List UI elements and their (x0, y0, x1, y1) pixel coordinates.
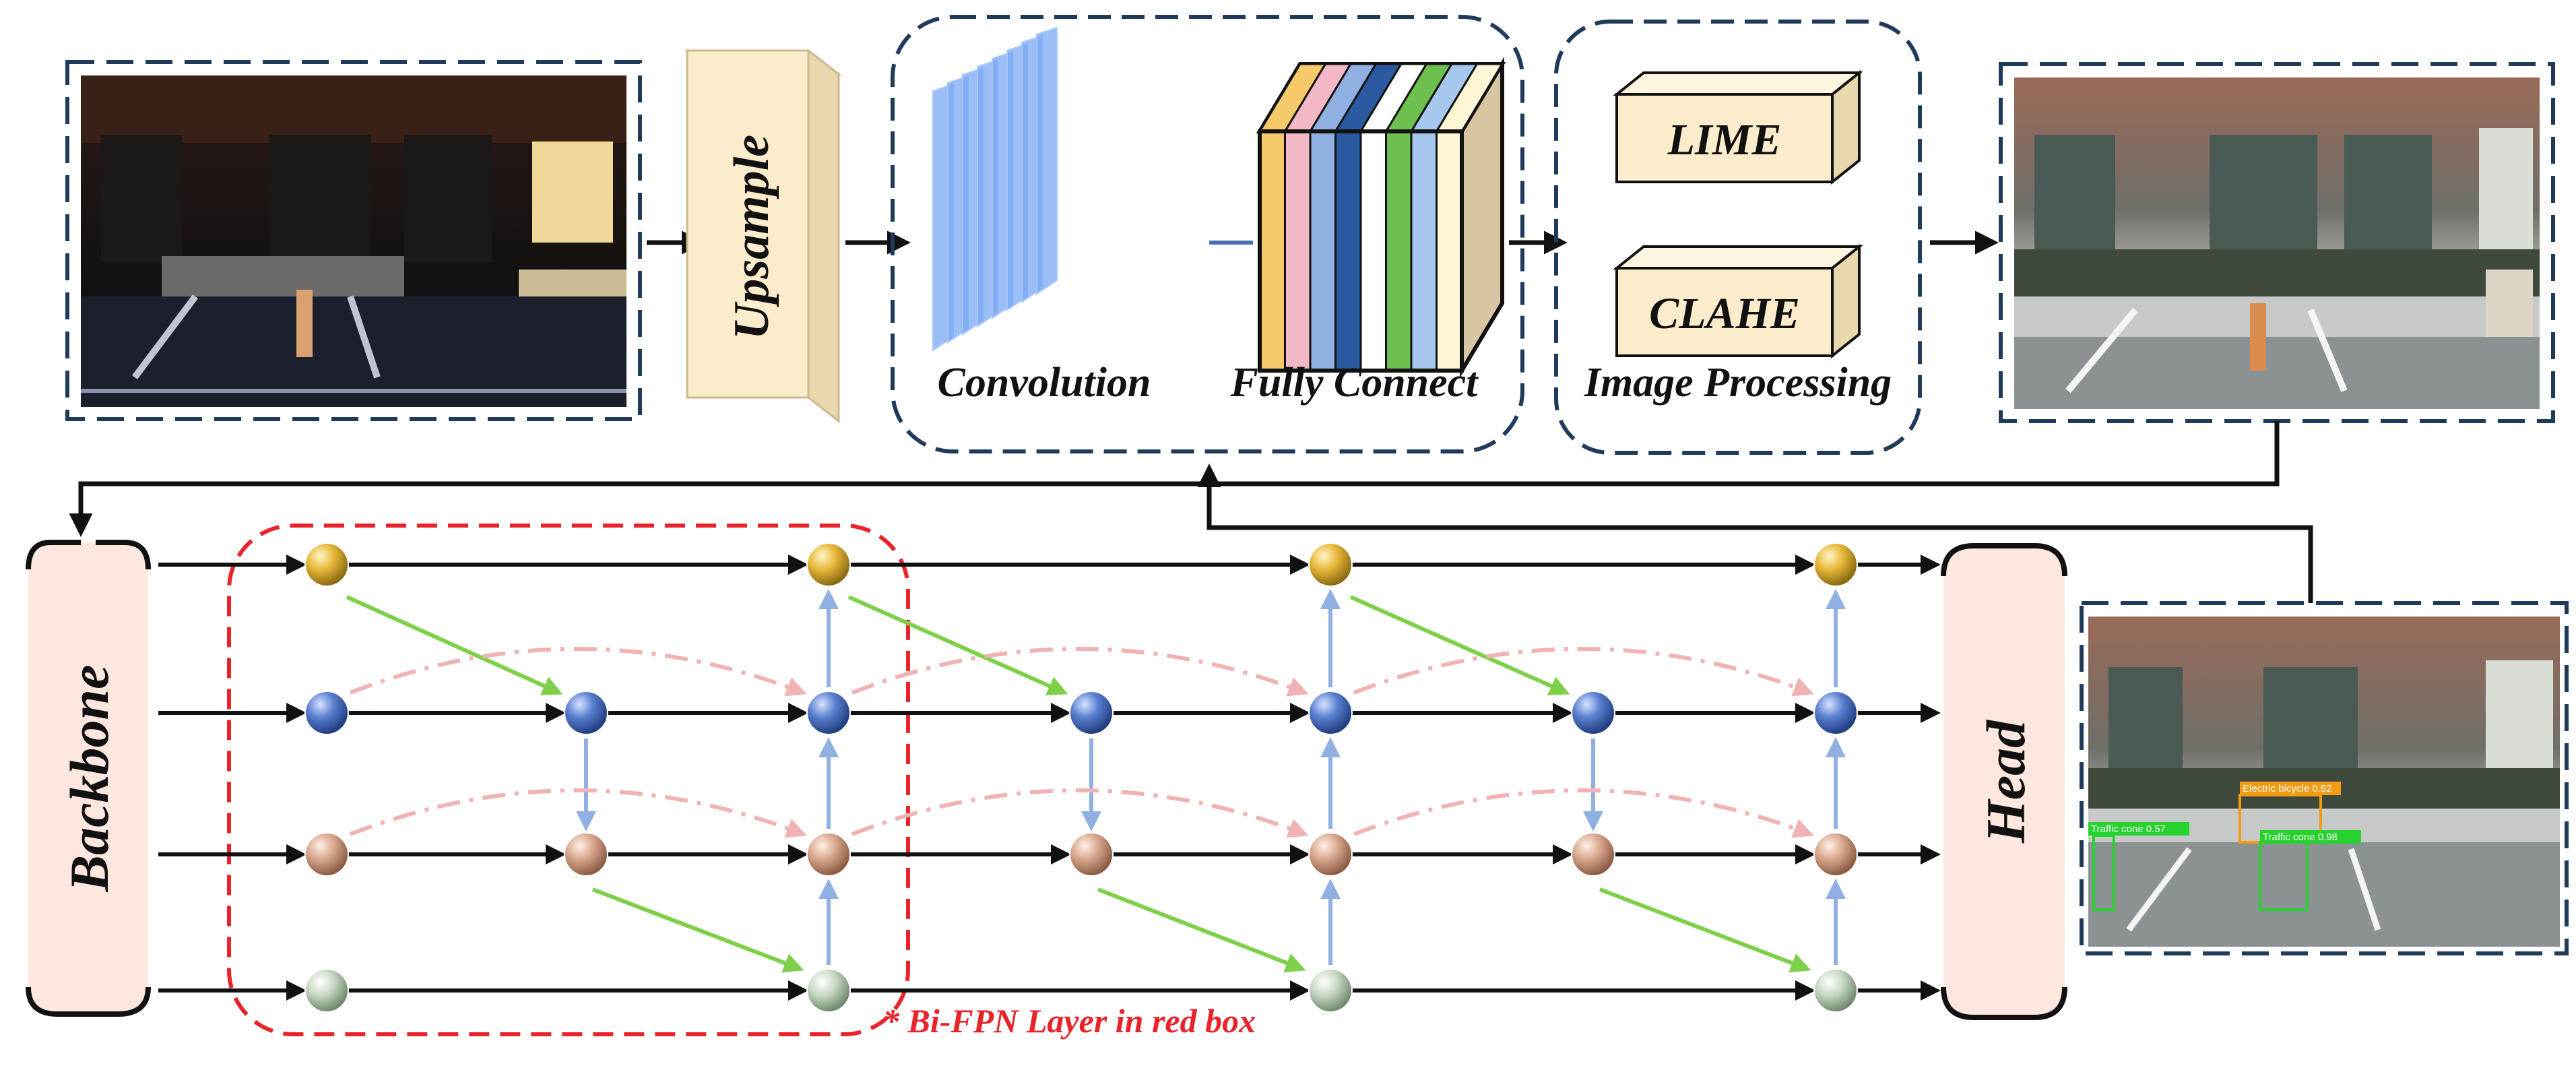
detection-label: Traffic cone 0.98 (2263, 831, 2338, 843)
top-down-0 (346, 595, 563, 695)
sphere-node-icon (1308, 968, 1353, 1013)
skip-arc-u-0 (349, 647, 807, 697)
fc-stripe-2 (1284, 130, 1312, 372)
convolution-label: Convolution (938, 360, 1151, 406)
sphere-node-icon (1571, 691, 1615, 735)
bifpn-note: * Bi-FPN Layer in red box (882, 1002, 1256, 1040)
head-block: Head (1941, 543, 2067, 1020)
image-processing-label: Image Processing (1584, 360, 1892, 406)
sphere-node-icon (1813, 968, 1858, 1013)
sphere-node-icon (1813, 691, 1858, 735)
head-label: Head (1975, 720, 2036, 844)
top-down-1 (847, 595, 1068, 695)
detection-label: Traffic cone 0.57 (2091, 823, 2166, 835)
fc-stripe-6 (1385, 130, 1413, 372)
sphere-node-icon (304, 832, 349, 877)
skip-arc-l-0 (349, 788, 807, 838)
fc-stripe-7 (1410, 130, 1438, 372)
fully-connect-cuboid-icon (1256, 57, 1506, 378)
fc-stripe-5 (1359, 130, 1387, 372)
bifpn-edges (158, 555, 1941, 1001)
bifpn-nodes (304, 542, 1858, 1013)
photo-dark-input-icon (81, 75, 626, 407)
sphere-node-icon (806, 832, 851, 877)
fc-stripe-8 (1436, 130, 1463, 372)
feedback-connectors (69, 421, 2313, 603)
sphere-node-icon (1308, 832, 1353, 877)
bottom-down-2 (1599, 887, 1811, 973)
image-processing-group: LIME CLAHE Image Processing (1554, 20, 1922, 455)
photo-detection-result-icon (2088, 617, 2560, 947)
bottom-down-0 (591, 887, 804, 973)
sphere-node-icon (1813, 542, 1858, 587)
skip-arc-u-2 (1353, 647, 1814, 697)
skip-arc-l-1 (851, 788, 1309, 838)
top-down-2 (1349, 595, 1570, 695)
fc-stripe-4 (1334, 130, 1362, 372)
sphere-node-icon (1813, 832, 1858, 877)
sphere-node-icon (564, 832, 608, 877)
upsample-block: Upsample (684, 48, 842, 424)
fully-connect-label: Fully Connect (1230, 360, 1479, 406)
backbone-label: Backbone (59, 664, 120, 892)
sphere-node-icon (806, 968, 851, 1013)
sphere-node-icon (304, 691, 349, 735)
detection-label: Electric bicycle 0.82 (2243, 783, 2332, 794)
dark-input-image-panel (65, 60, 642, 421)
conv-fc-group: Convolution Fully Connect (891, 15, 1524, 453)
skip-arc-u-1 (851, 647, 1309, 697)
sphere-node-icon (806, 691, 851, 735)
sphere-node-icon (564, 691, 608, 735)
detection-label-bg (2240, 782, 2341, 795)
layer-stack-icon (932, 26, 1058, 352)
sphere-node-icon (1308, 542, 1353, 587)
detection-label-bg (2088, 822, 2189, 836)
detection-label-bg (2260, 830, 2361, 844)
conv-layer-8 (1036, 26, 1058, 295)
clahe-block: CLAHE (1613, 243, 1863, 359)
enhanced-image-panel (1999, 62, 2555, 423)
lime-block: LIME (1613, 69, 1863, 185)
lime-label: LIME (1667, 115, 1782, 164)
sphere-node-icon (1069, 832, 1114, 877)
sphere-node-icon (304, 968, 349, 1013)
sphere-node-icon (304, 542, 349, 587)
sphere-node-icon (1571, 832, 1615, 877)
backbone-block: Backbone (26, 540, 151, 1017)
skip-arc-l-2 (1353, 788, 1814, 838)
photo-enhanced-output-icon (2014, 77, 2540, 409)
fc-stripe-3 (1309, 130, 1337, 372)
sphere-node-icon (1308, 691, 1353, 735)
bottom-down-1 (1097, 887, 1306, 973)
bifpn-red-box (227, 524, 910, 1036)
sphere-node-icon (806, 542, 851, 587)
sphere-node-icon (1069, 691, 1114, 735)
clahe-label: CLAHE (1649, 289, 1800, 338)
fc-stripe-1 (1258, 130, 1286, 372)
upsample-label: Upsample (724, 135, 779, 340)
